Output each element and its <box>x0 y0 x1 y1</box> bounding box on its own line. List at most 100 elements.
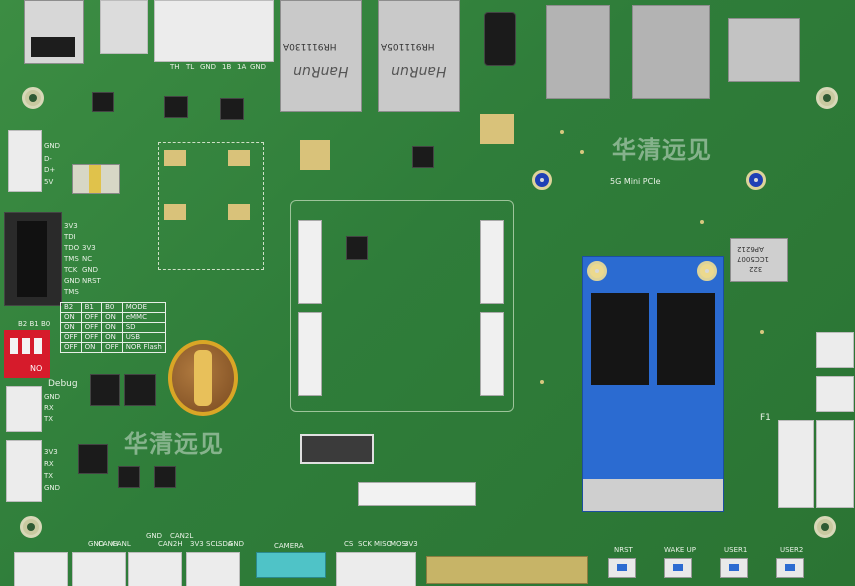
boot-cell: NOR Flash <box>121 342 166 353</box>
boot-cell: ON <box>80 342 103 353</box>
can-label-canh: CANH <box>98 540 119 548</box>
uart-pin-gnd: GND <box>44 484 61 492</box>
wifi-line2: 1CC5007 <box>737 255 770 263</box>
ic-small-3 <box>220 98 244 120</box>
boot-header-b2: B2 <box>60 302 82 313</box>
spi-label-mosi: MOSI <box>390 540 409 548</box>
eth-right-brand: HanRun <box>391 63 447 79</box>
eth-left-brand: HanRun <box>293 63 349 79</box>
jtag-label-gnd: GND <box>64 277 81 285</box>
pad-block <box>164 150 186 166</box>
boot-cell: ON <box>60 312 82 323</box>
boot-cell: OFF <box>60 342 82 353</box>
spi-label-miso: MISO <box>374 540 393 548</box>
mount-hole-top-left <box>22 87 44 109</box>
camera-label: CAMERA <box>274 542 304 550</box>
jtag-connector <box>4 212 62 306</box>
wifi-line1: AP6212 <box>737 245 764 253</box>
som-module-outline <box>290 200 514 412</box>
wakeup-button[interactable] <box>664 558 692 578</box>
boot-cell: ON <box>101 332 123 343</box>
wifi-line3: 322 <box>749 265 763 273</box>
boot-cell: ON <box>101 322 123 333</box>
pcie-screw-top-left <box>532 170 552 190</box>
fuse-label: F1 <box>760 413 771 423</box>
jtag-label-3v3-b: 3V3 <box>82 244 96 252</box>
ethernet-jack-right: HR911105A HanRun <box>378 0 460 112</box>
nrst-button[interactable] <box>608 558 636 578</box>
pad-block <box>164 204 186 220</box>
power-jack <box>24 0 84 64</box>
jtag-label-gnd-b: GND <box>82 266 99 274</box>
jtag-label-nrst: NRST <box>82 277 101 285</box>
ic-small-5 <box>154 466 176 488</box>
som-connector-1 <box>298 220 322 304</box>
i2c-label-sda: SDA <box>218 540 233 548</box>
mount-hole-bottom-left <box>20 516 42 538</box>
watermark-brand-top: 华清远见 <box>612 136 712 164</box>
user1-button[interactable] <box>720 558 748 578</box>
ic-soic-2 <box>124 374 156 406</box>
pin-label-th: TH <box>170 63 180 71</box>
ic-small-2 <box>164 96 188 118</box>
spi-label-sck: SCK <box>358 540 372 548</box>
i2c-label-gnd: GND <box>228 540 245 548</box>
usb-header-pin-5v: 5V <box>44 178 54 186</box>
card-screw-right <box>697 261 717 281</box>
bottom-connector-4 <box>186 552 240 586</box>
boot-cell: ON <box>101 312 123 323</box>
jtag-label-tdo: TDO <box>64 244 80 252</box>
spi-label-3v3: 3V3 <box>404 540 418 548</box>
memory-chip-1 <box>591 293 649 385</box>
mini-pcie-card <box>582 256 724 512</box>
dip-switch-label: B2 B1 B0 <box>18 320 51 328</box>
boot-cell: OFF <box>101 342 123 353</box>
usb-port-left <box>546 5 610 99</box>
pad-block <box>228 204 250 220</box>
watermark-brand-bottom: 华清远见 <box>124 430 224 458</box>
uart-pin-rx: RX <box>44 460 54 468</box>
i2c-label-3v3: 3V3 <box>190 540 204 548</box>
bottom-connector-2 <box>72 552 126 586</box>
ic-soic-1 <box>90 374 120 406</box>
debug-title: Debug <box>48 379 78 389</box>
spi-connector <box>336 552 416 586</box>
usb-header-connector <box>8 130 42 192</box>
boot-cell: SD <box>121 322 166 333</box>
dip-switch[interactable]: NO <box>4 330 50 378</box>
relay-area <box>158 142 264 270</box>
user2-button[interactable] <box>776 558 804 578</box>
memory-chip-2 <box>657 293 715 385</box>
coin-cell-battery <box>168 340 238 416</box>
debug-pin-tx: TX <box>44 415 54 423</box>
ic-small-1 <box>92 92 114 112</box>
som-connector-4 <box>480 312 504 396</box>
pad-block <box>480 114 514 144</box>
boot-mode-table: B2 B1 B0 MODE ON OFF ON eMMC ON OFF ON S… <box>60 302 166 353</box>
pcie-slot <box>583 479 723 511</box>
wifi-module: AP6212 1CC5007 322 <box>730 238 788 282</box>
jtag-label-tdi: TDI <box>64 233 76 241</box>
usb-header-pin-gnd: GND <box>44 142 61 150</box>
via <box>560 130 564 134</box>
boot-cell: USB <box>121 332 166 343</box>
jtag-label-tck: TCK <box>64 266 78 274</box>
terminal-block <box>154 0 274 62</box>
right-connector-4 <box>816 420 854 508</box>
boot-cell: ON <box>60 322 82 333</box>
boot-cell: eMMC <box>121 312 166 323</box>
mount-hole-bottom-right <box>814 516 836 538</box>
usb-header-pin-dminus: D- <box>44 155 52 163</box>
uart-pin-3v3: 3V3 <box>44 448 58 456</box>
audio-jack <box>484 12 516 66</box>
bottom-connector-3 <box>128 552 182 586</box>
usb-c-port <box>100 0 148 54</box>
user2-label: USER2 <box>780 546 804 554</box>
card-screw-left <box>587 261 607 281</box>
boot-header-mode: MODE <box>121 302 166 313</box>
pin-label-gnd1: GND <box>200 63 217 71</box>
wakeup-label: WAKE UP <box>664 546 696 554</box>
spi-label-cs: CS <box>344 540 354 548</box>
usb-port-right <box>632 5 710 99</box>
eth-left-label: HR911130A <box>283 41 337 51</box>
